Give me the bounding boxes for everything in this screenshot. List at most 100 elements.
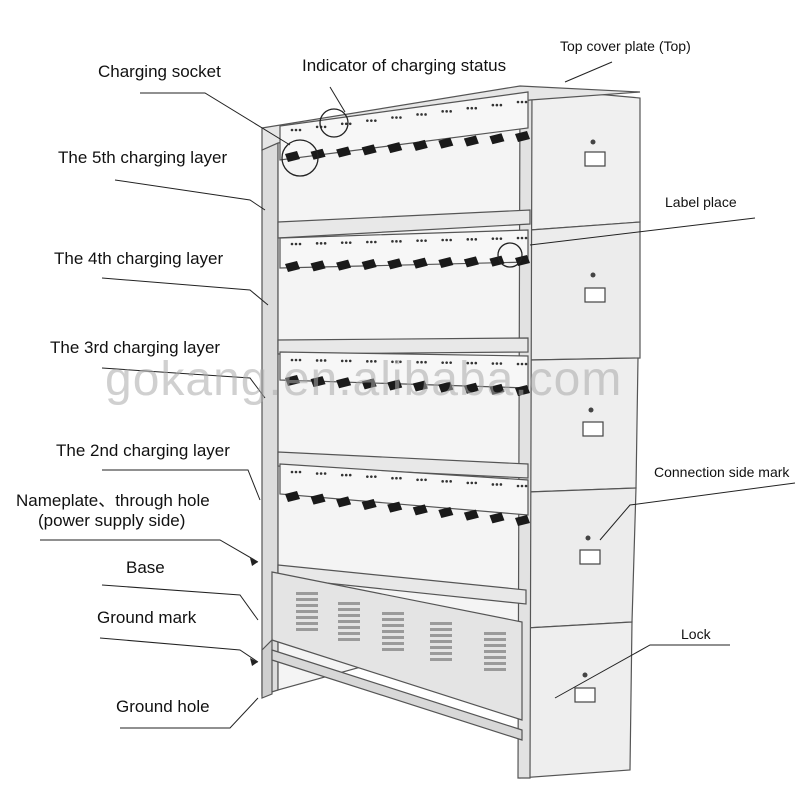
indicator-led <box>520 362 524 366</box>
indicator-led <box>516 100 520 104</box>
indicator-led <box>466 106 470 110</box>
vent-slot <box>338 602 360 605</box>
vent-slot <box>338 614 360 617</box>
right-side-panel <box>517 87 641 779</box>
indicator-led <box>294 242 298 246</box>
indicator-led <box>470 481 474 485</box>
indicator-led <box>374 360 377 363</box>
indicator-led <box>340 122 344 126</box>
vent-slot <box>382 648 404 651</box>
indicator-led <box>323 472 327 475</box>
socket <box>463 382 479 394</box>
indicator-led <box>340 359 344 363</box>
socket <box>438 507 454 518</box>
socket <box>285 375 300 386</box>
label-top-cover: Top cover plate (Top) <box>560 38 691 54</box>
vent-slot <box>296 616 318 619</box>
socket <box>412 257 428 269</box>
indicator-led <box>449 110 452 113</box>
shelves <box>277 209 531 605</box>
indicator-led <box>374 119 377 122</box>
indicator-led <box>499 103 503 107</box>
indicator-led <box>344 359 348 363</box>
indicator-led <box>524 362 528 366</box>
socket <box>489 383 505 395</box>
vent-slot <box>338 620 360 623</box>
base-vents <box>296 592 506 671</box>
socket <box>387 379 403 391</box>
socket <box>438 257 454 268</box>
label-layer-4: The 4th charging layer <box>54 249 224 268</box>
indicator-led <box>399 116 402 119</box>
vent-slot <box>484 644 506 647</box>
side-locks <box>582 139 596 678</box>
socket <box>463 256 479 268</box>
vent-slot <box>296 610 318 613</box>
indicator-led <box>499 362 503 365</box>
socket <box>489 133 505 145</box>
socket <box>438 137 454 149</box>
indicator-led <box>344 122 348 126</box>
indicator-led <box>391 116 394 119</box>
socket <box>310 376 326 388</box>
indicator-led <box>520 236 524 240</box>
indicator-led <box>495 483 499 486</box>
indicator-led <box>495 103 499 107</box>
vent-slot <box>430 658 452 661</box>
socket <box>336 496 352 508</box>
indicator-led <box>366 119 369 122</box>
indicator-led <box>319 242 323 245</box>
indicator-led <box>344 241 348 244</box>
vent-group <box>382 612 404 651</box>
indicator-led <box>416 478 419 482</box>
vent-slot <box>484 656 506 659</box>
socket <box>310 493 326 505</box>
label-layer-5: The 5th charging layer <box>58 148 228 167</box>
socket <box>361 144 377 156</box>
indicator-led <box>445 480 448 483</box>
indicator-led <box>516 362 520 366</box>
indicator-led <box>391 240 394 243</box>
indicator-led <box>370 119 373 122</box>
indicator-led <box>323 359 327 362</box>
indicator-led <box>315 359 319 362</box>
indicator-led <box>348 241 352 244</box>
socket <box>463 509 479 521</box>
vent-slot <box>484 662 506 665</box>
indicator-led <box>449 480 452 483</box>
indicator-led <box>416 360 419 364</box>
socket <box>489 255 505 267</box>
indicator-led <box>524 484 528 488</box>
label-indicator: Indicator of charging status <box>302 56 507 75</box>
socket <box>515 131 530 142</box>
indicator-led <box>420 113 423 116</box>
indicator-led <box>290 128 294 132</box>
vent-slot <box>382 636 404 639</box>
indicator-led <box>399 360 402 364</box>
label-layer-2: The 2nd charging layer <box>56 441 230 460</box>
indicator-led <box>315 472 319 475</box>
indicator-led <box>290 242 294 246</box>
vent-group <box>296 592 318 631</box>
indicator-led <box>420 239 423 242</box>
socket <box>489 512 505 524</box>
indicator-led <box>474 481 478 485</box>
charging-socket-callout-circle <box>281 139 319 177</box>
indicator-led <box>524 100 528 104</box>
socket <box>463 135 479 147</box>
indicator-led <box>466 481 470 485</box>
socket <box>361 378 377 390</box>
indicator-led <box>340 473 344 477</box>
vent-slot <box>484 638 506 641</box>
indicator-led <box>491 237 495 240</box>
vent-slot <box>430 646 452 649</box>
indicator-led <box>323 242 327 245</box>
indicator-led <box>290 358 294 362</box>
indicator-led <box>416 113 419 116</box>
indicator-led <box>298 242 302 246</box>
vent-group <box>430 622 452 661</box>
vent-slot <box>382 612 404 615</box>
indicator-led <box>441 361 444 364</box>
watermark: gokang.en.alibaba.com <box>105 353 623 406</box>
